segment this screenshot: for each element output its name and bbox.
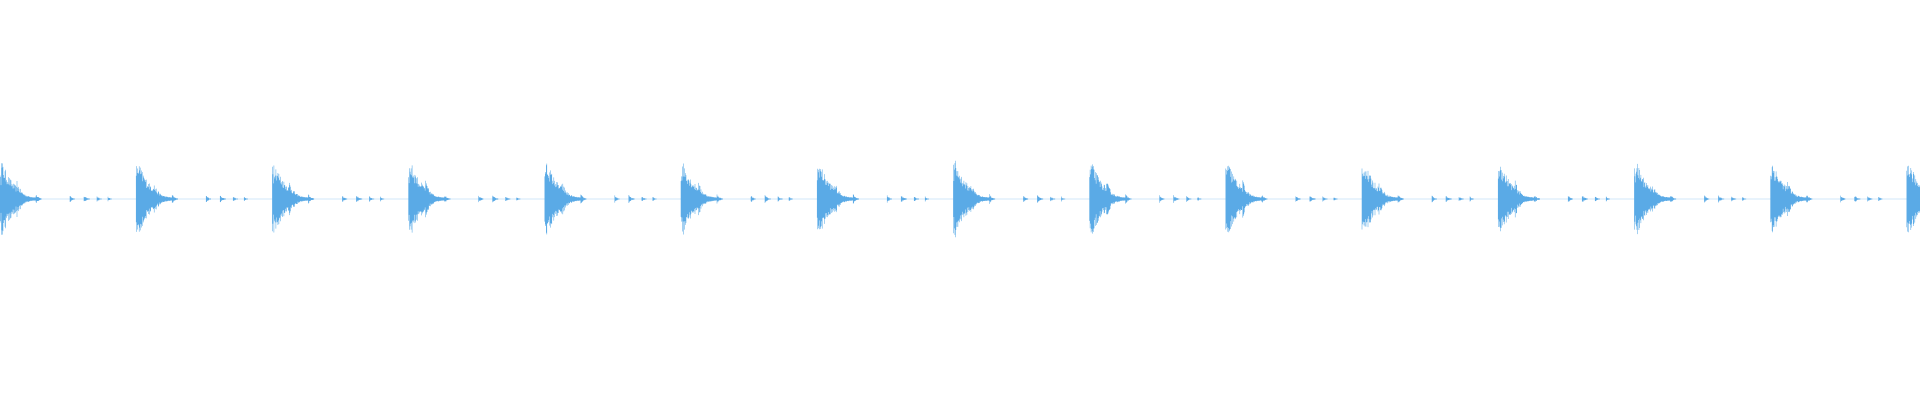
waveform-trace — [0, 160, 1920, 238]
